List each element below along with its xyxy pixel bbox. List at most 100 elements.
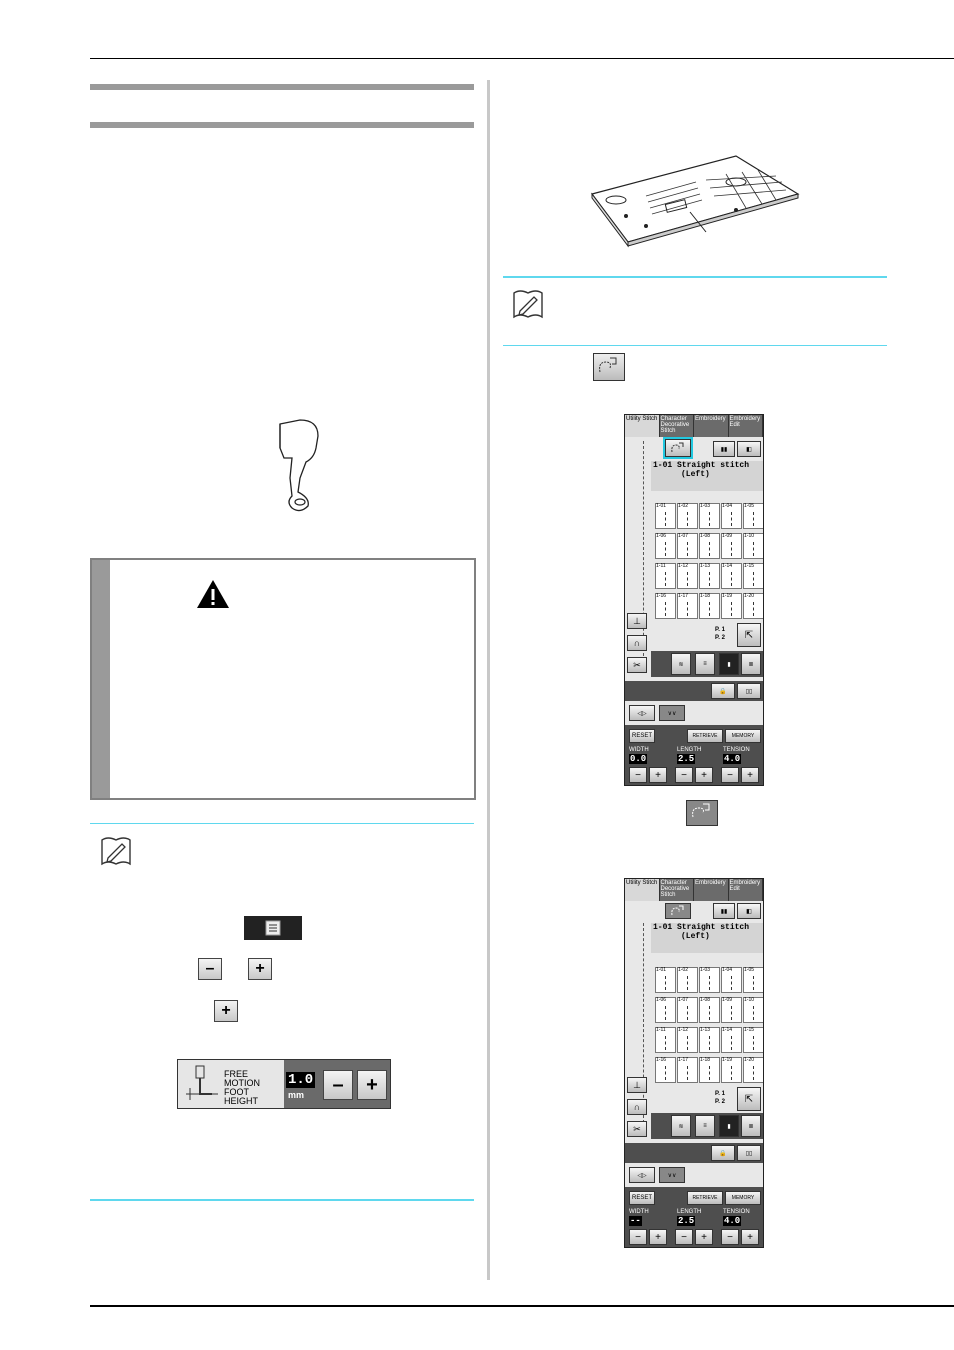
reverse-button[interactable]: ∩ [627, 635, 647, 651]
stitch-cell[interactable]: 1-13 [699, 563, 720, 589]
width-minus[interactable]: − [629, 1229, 647, 1245]
image-button[interactable]: ∨∨ [659, 1167, 685, 1183]
bobbin-icon-button[interactable]: ◧ [737, 903, 761, 919]
image-button[interactable]: ∨∨ [659, 705, 685, 721]
tab-embroidery-edit[interactable]: Embroidery Edit [728, 415, 763, 437]
category-tab-1[interactable]: ≋ [671, 1115, 691, 1137]
stitch-cell[interactable]: 1-05 [743, 967, 763, 993]
stitch-cell[interactable]: 1-03 [699, 967, 720, 993]
stitch-cell[interactable]: 1-03 [699, 503, 720, 529]
stitch-cell[interactable]: 1-10 [743, 997, 763, 1023]
category-tab-1[interactable]: ≋ [671, 653, 691, 675]
free-motion-key-button[interactable] [593, 353, 625, 381]
length-plus[interactable]: + [695, 767, 713, 783]
stitch-cell[interactable]: 1-05 [743, 503, 763, 529]
tab-character-decorative[interactable]: Character Decorative Stitch [659, 879, 694, 901]
category-tab-3[interactable]: ▮ [719, 1115, 739, 1137]
length-plus[interactable]: + [695, 1229, 713, 1245]
width-plus[interactable]: + [649, 767, 667, 783]
width-plus[interactable]: + [649, 1229, 667, 1245]
stitch-cell[interactable]: 1-16 [655, 593, 676, 619]
mirror-button[interactable]: ◁▷ [629, 1167, 655, 1183]
stitch-cell[interactable]: 1-11 [655, 1027, 676, 1053]
thread-icon-button[interactable]: ▮▮ [713, 441, 735, 457]
stitch-cell[interactable]: 1-01 [655, 503, 676, 529]
tab-utility-stitch[interactable]: Utility Stitch [625, 415, 660, 437]
stitch-cell[interactable]: 1-08 [699, 533, 720, 559]
stitch-cell[interactable]: 1-09 [721, 533, 742, 559]
stitch-cell[interactable]: 1-19 [721, 593, 742, 619]
stitch-cell[interactable]: 1-07 [677, 533, 698, 559]
lock-button[interactable]: 🔒 [711, 1145, 735, 1161]
stitch-cell[interactable]: 1-09 [721, 997, 742, 1023]
stitch-cell[interactable]: 1-06 [655, 997, 676, 1023]
tab-embroidery[interactable]: Embroidery [694, 415, 729, 437]
manual-button[interactable]: ▯▯ [737, 1145, 761, 1161]
thread-icon-button[interactable]: ▮▮ [713, 903, 735, 919]
tab-utility-stitch[interactable]: Utility Stitch [625, 879, 660, 901]
height-minus-button[interactable]: – [323, 1070, 353, 1100]
cutter-button[interactable]: ✂ [627, 657, 647, 673]
stitch-cell[interactable]: 1-08 [699, 997, 720, 1023]
stitch-cell[interactable]: 1-19 [721, 1057, 742, 1083]
stitch-cell[interactable]: 1-10 [743, 533, 763, 559]
mirror-button[interactable]: ◁▷ [629, 705, 655, 721]
category-tab-4[interactable]: ≣ [741, 653, 761, 675]
length-minus[interactable]: − [675, 767, 693, 783]
plus-button-2[interactable]: + [214, 1000, 238, 1022]
stitch-cell[interactable]: 1-17 [677, 593, 698, 619]
stitch-cell[interactable]: 1-18 [699, 593, 720, 619]
stitch-cell[interactable]: 1-01 [655, 967, 676, 993]
free-motion-highlight-button[interactable] [663, 437, 693, 459]
tab-embroidery-edit[interactable]: Embroidery Edit [728, 879, 763, 901]
retrieve-button[interactable]: RETRIEVE [687, 729, 723, 743]
reverse-button[interactable]: ∩ [627, 1099, 647, 1115]
stitch-cell[interactable]: 1-07 [677, 997, 698, 1023]
page-arrow-button[interactable]: ⇱ [737, 1087, 761, 1111]
category-tab-3[interactable]: ▮ [719, 653, 739, 675]
stitch-cell[interactable]: 1-14 [721, 1027, 742, 1053]
manual-button[interactable]: ▯▯ [737, 683, 761, 699]
page-arrow-button[interactable]: ⇱ [737, 623, 761, 647]
reset-button[interactable]: RESET [629, 729, 655, 743]
tab-character-decorative[interactable]: Character Decorative Stitch [659, 415, 694, 437]
stitch-cell[interactable]: 1-12 [677, 1027, 698, 1053]
width-minus[interactable]: − [629, 767, 647, 783]
tension-minus[interactable]: − [721, 767, 739, 783]
stitch-cell[interactable]: 1-18 [699, 1057, 720, 1083]
stitch-cell[interactable]: 1-02 [677, 967, 698, 993]
stitch-cell[interactable]: 1-14 [721, 563, 742, 589]
stitch-cell[interactable]: 1-20 [743, 1057, 763, 1083]
tension-plus[interactable]: + [741, 767, 759, 783]
stitch-cell[interactable]: 1-04 [721, 967, 742, 993]
retrieve-button[interactable]: RETRIEVE [687, 1191, 723, 1205]
settings-key-button[interactable] [244, 916, 302, 940]
category-tab-2[interactable]: ≡ [695, 653, 715, 675]
length-minus[interactable]: − [675, 1229, 693, 1245]
minus-button[interactable]: – [198, 958, 222, 980]
category-tab-2[interactable]: ≡ [695, 1115, 715, 1137]
stitch-cell[interactable]: 1-15 [743, 563, 763, 589]
stitch-cell[interactable]: 1-15 [743, 1027, 763, 1053]
reset-button[interactable]: RESET [629, 1191, 655, 1205]
height-plus-button[interactable]: + [357, 1070, 387, 1100]
twin-needle-button[interactable]: ⊥ [627, 1077, 647, 1093]
stitch-cell[interactable]: 1-16 [655, 1057, 676, 1083]
cutter-button[interactable]: ✂ [627, 1121, 647, 1137]
lock-button[interactable]: 🔒 [711, 683, 735, 699]
bobbin-icon-button[interactable]: ◧ [737, 441, 761, 457]
plus-button[interactable]: + [248, 958, 272, 980]
stitch-cell[interactable]: 1-06 [655, 533, 676, 559]
category-tab-4[interactable]: ≣ [741, 1115, 761, 1137]
stitch-cell[interactable]: 1-17 [677, 1057, 698, 1083]
memory-button[interactable]: MEMORY [725, 1191, 761, 1205]
tension-minus[interactable]: − [721, 1229, 739, 1245]
stitch-cell[interactable]: 1-20 [743, 593, 763, 619]
stitch-cell[interactable]: 1-04 [721, 503, 742, 529]
stitch-cell[interactable]: 1-13 [699, 1027, 720, 1053]
stitch-cell[interactable]: 1-11 [655, 563, 676, 589]
tab-embroidery[interactable]: Embroidery [694, 879, 729, 901]
free-motion-button-active[interactable] [665, 903, 691, 919]
memory-button[interactable]: MEMORY [725, 729, 761, 743]
stitch-cell[interactable]: 1-02 [677, 503, 698, 529]
